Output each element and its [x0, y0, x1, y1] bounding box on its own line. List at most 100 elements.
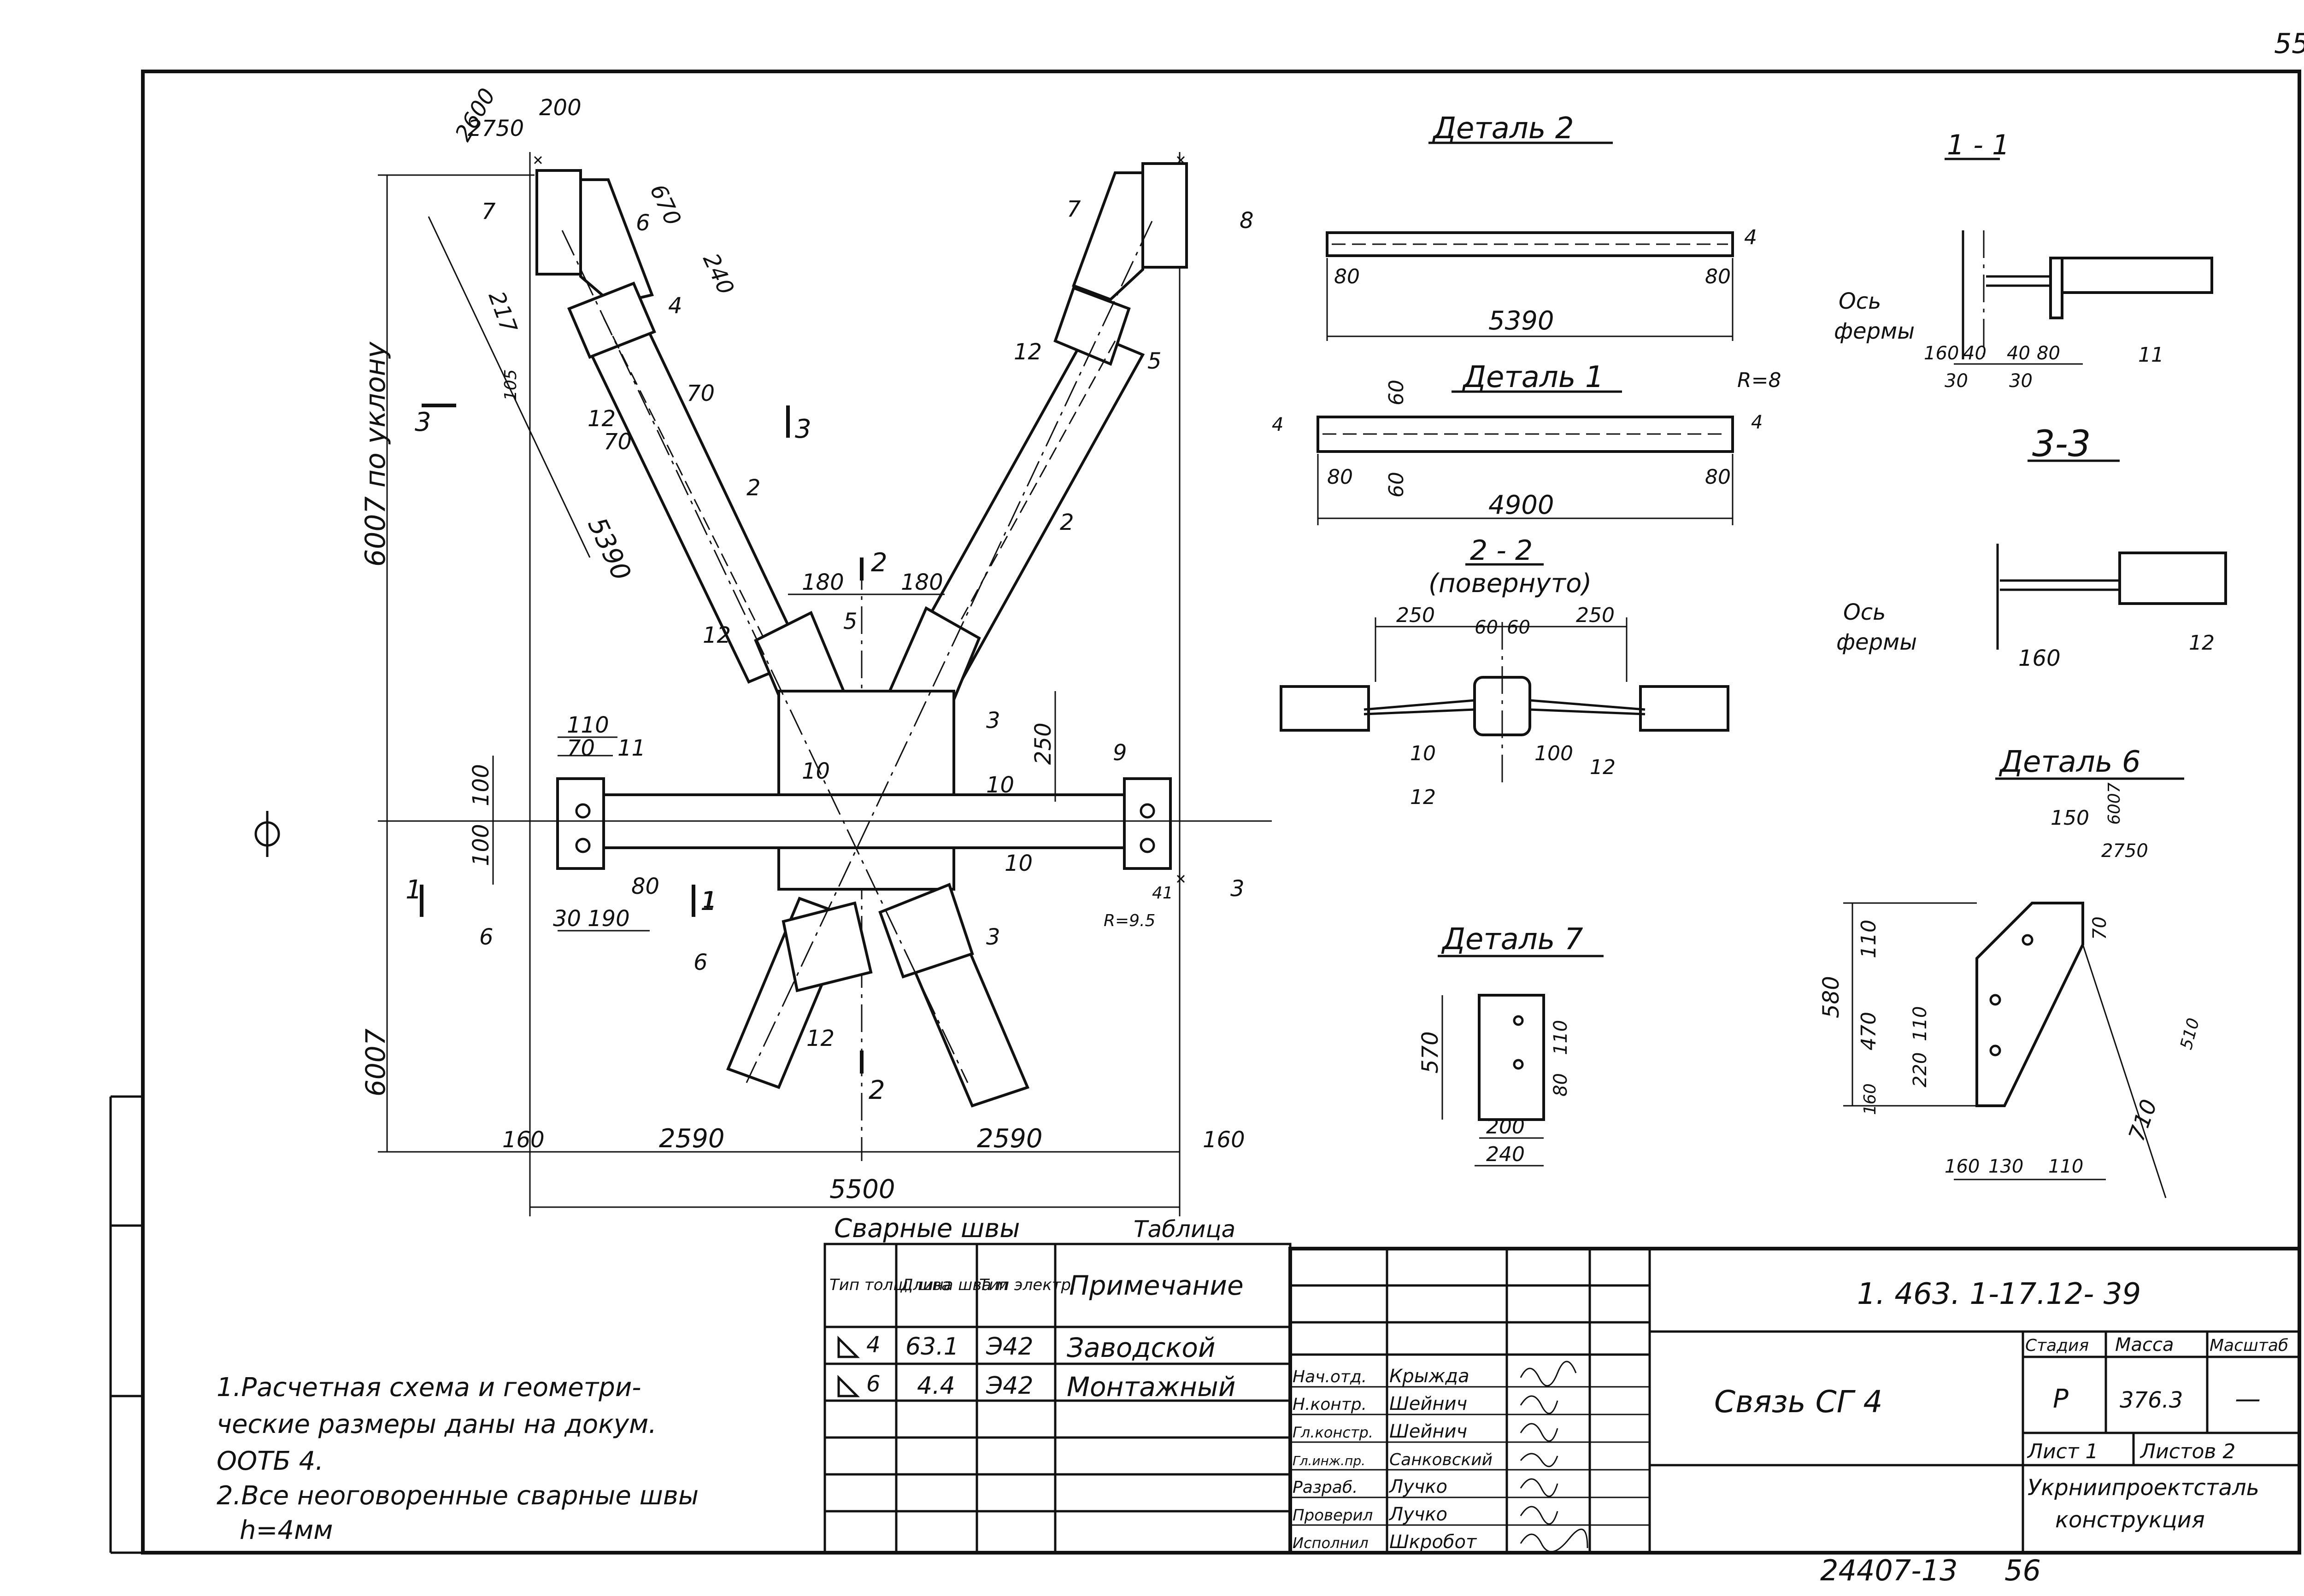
angled-dim-5390: 5390	[582, 513, 636, 585]
detail-6-dim-110a: 110	[1857, 920, 1881, 958]
bottom-dim-5500: 5500	[829, 1174, 895, 1204]
detail-6-dim-710: 710	[2124, 1096, 2163, 1144]
weld-header-note: Примечание	[1069, 1270, 1244, 1301]
center-dim-180a: 180	[802, 569, 844, 595]
signature-role-7: Исполнил	[1293, 1534, 1369, 1552]
drawing-code: 1. 463. 1-17.12- 39	[1857, 1277, 2141, 1311]
archive-number: 24407-13	[1820, 1554, 1958, 1587]
center-dim-190: 190	[588, 906, 630, 932]
signature-name-6: Лучко	[1388, 1504, 1447, 1525]
note-line-4: 2.Все неоговоренные сварные швы	[217, 1481, 699, 1511]
main-view	[254, 152, 1272, 1216]
top-dim-1: 2750	[468, 116, 524, 141]
center-dim-180b: 180	[901, 569, 943, 595]
weld-header-type: Тип толщ. шва	[829, 1276, 951, 1294]
section-mark-2-top: 2	[871, 548, 888, 578]
detail-1-dim-80b: 80	[1705, 465, 1731, 489]
section-1-1-dim-40b: 40	[2007, 343, 2030, 364]
detail-6-dim-70: 70	[2089, 916, 2110, 940]
part-mark-4a: 4	[668, 293, 682, 319]
weld-row1-type: 4	[866, 1332, 881, 1358]
weld-row1-note: Заводской	[1067, 1332, 1216, 1363]
top-dim-3: 670	[645, 180, 686, 229]
detail-1-dim-4b: 4	[1751, 412, 1763, 433]
detail-7-dim-240: 240	[1486, 1143, 1525, 1166]
detail-7-dim-570: 570	[1417, 1031, 1443, 1074]
stage-value: Р	[2053, 1384, 2069, 1414]
center-dim-110: 110	[567, 712, 609, 738]
note-line-3: ООТБ 4.	[217, 1446, 323, 1476]
part-mark-2a: 2	[746, 475, 761, 501]
detail-1-radius: R=8	[1737, 369, 1781, 392]
mass-value: 376.3	[2120, 1387, 2183, 1413]
center-dim-30: 30	[553, 906, 581, 932]
section-1-1: 1 - 1 Ось фермы 160 40 40 80 30 30 11	[1834, 129, 2213, 392]
organization-line-2: конструкция	[2055, 1507, 2205, 1533]
scale-header: Масштаб	[2210, 1336, 2288, 1355]
detail-1-dim-80a: 80	[1327, 465, 1353, 489]
organization-line-1: Укрниипроектсталь	[2028, 1475, 2259, 1501]
weld-row2-note: Монтажный	[1067, 1371, 1235, 1402]
weld-table: Сварные швы Таблица Тип толщ. шва Длина …	[823, 1214, 1292, 1554]
signature-role-6: Проверил	[1293, 1506, 1373, 1525]
section-mark-1-right: 1	[700, 886, 717, 916]
weld-row2-length: 4.4	[917, 1372, 955, 1400]
detail-7-title: Деталь 7	[1441, 922, 1583, 956]
signature-name-5: Лучко	[1388, 1476, 1447, 1497]
section-3-3: 3-3 Ось фермы 160 12	[1836, 423, 2227, 671]
small-dim-r95: R=9.5	[1104, 911, 1155, 930]
signature-name-4: Санковский	[1389, 1450, 1493, 1469]
part-mark-10a: 10	[802, 758, 830, 784]
part-mark-7a: 7	[482, 199, 496, 224]
top-dim-4: 217	[483, 288, 522, 337]
weld-row2-type: 6	[866, 1371, 881, 1397]
detail-2: Деталь 2 80 80 5390 4	[1326, 111, 1757, 341]
section-1-1-dim-80: 80	[2037, 343, 2060, 364]
scale-value: —	[2235, 1384, 2261, 1414]
section-2-2-mark-12a: 12	[1410, 786, 1436, 809]
note-line-2: ческие размеры даны на докум.	[217, 1409, 657, 1439]
signature-role-2: Н.контр.	[1293, 1395, 1367, 1414]
weld-header-electrode: Тип электр.	[979, 1276, 1076, 1294]
weld-row1-length: 63.1	[905, 1333, 959, 1361]
weld-header-length: Длина шва м	[900, 1276, 1008, 1294]
part-mark-7b: 8	[1240, 208, 1254, 234]
small-dim-41: 41	[1152, 884, 1173, 903]
signature-name-3: Шейнич	[1389, 1421, 1467, 1442]
drawing-name: Связь СГ 4	[1714, 1384, 1882, 1420]
center-dim-70: 70	[567, 735, 595, 761]
part-mark-10c: 10	[1005, 851, 1033, 876]
section-1-1-title: 1 - 1	[1947, 129, 2010, 161]
detail-6-dim-160b: 160	[1945, 1156, 1980, 1177]
section-mark-3-right: 3	[795, 414, 811, 444]
section-3-3-axis-label-2: фермы	[1836, 629, 1917, 655]
detail-2-dim-5390: 5390	[1488, 306, 1554, 336]
bottom-dim-160b: 160	[1203, 1127, 1245, 1153]
weld-table-caption: Сварные швы	[834, 1214, 1020, 1244]
slope-label: 6007 по уклону	[359, 341, 392, 567]
signature-name-7: Шкробот	[1389, 1531, 1477, 1553]
title-block: 1. 463. 1-17.12- 39 Связь СГ 4 Стадия Ма…	[1288, 1247, 2301, 1555]
part-mark-10b: 10	[986, 772, 1014, 798]
section-2-2-dim-60a: 60	[1475, 617, 1498, 638]
top-dim-6: 105	[501, 369, 520, 401]
signature-role-3: Гл.констр.	[1293, 1424, 1373, 1441]
detail-6: Деталь 6 150 6007 2750 110 470 580 110 2…	[1818, 745, 2203, 1198]
part-mark-9: 6	[479, 924, 494, 950]
part-mark-3a: 3	[986, 708, 1000, 733]
top-dim-5: 240	[698, 249, 739, 299]
notes: 1.Расчетная схема и геометри- ческие раз…	[217, 1373, 699, 1545]
section-2-2-dim-250b: 250	[1576, 604, 1615, 627]
detail-7-dim-200: 200	[1486, 1115, 1525, 1138]
note-line-5: h=4мм	[240, 1515, 333, 1545]
detail-6-dim-130: 130	[1988, 1156, 2023, 1177]
section-2-2-subtitle: (повернуто)	[1428, 569, 1592, 598]
section-2-2-dim-250a: 250	[1396, 604, 1435, 627]
section-1-1-dim-30a: 30	[1945, 370, 1968, 392]
detail-1: Деталь 1 60 60 80 80 4900 4 4 R=8	[1272, 360, 1781, 525]
signature-role-1: Нач.отд.	[1293, 1367, 1367, 1386]
part-mark-12b: 12	[1014, 339, 1042, 365]
part-mark-3c: 3	[986, 924, 1000, 950]
mass-header: Масса	[2115, 1334, 2174, 1355]
section-2-2-dim-60b: 60	[1507, 617, 1530, 638]
